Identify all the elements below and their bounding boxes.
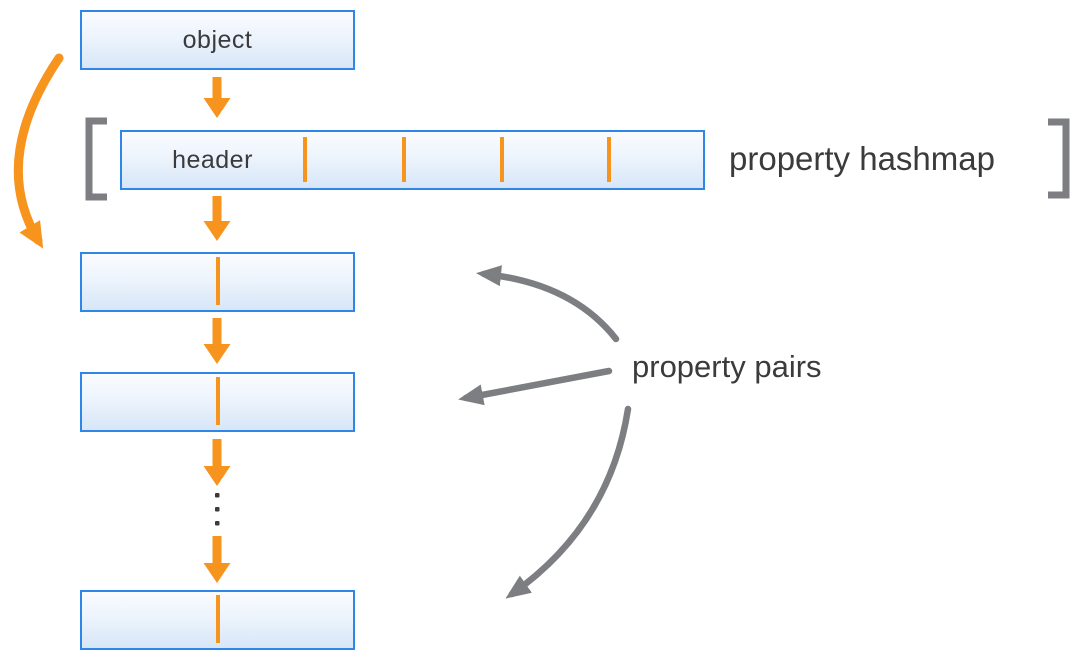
pair-divider bbox=[215, 257, 220, 305]
pairs-pointer-arrow-top bbox=[476, 265, 620, 343]
header-slot-divider bbox=[607, 137, 611, 182]
pairs-pointer-arrow-bottom bbox=[505, 405, 632, 599]
vertical-ellipsis-icon bbox=[215, 493, 220, 526]
hashmap-label: property hashmap bbox=[729, 140, 995, 177]
property-pair-box bbox=[80, 372, 355, 432]
object-to-header-arrow bbox=[203, 77, 231, 118]
header-slot-divider bbox=[303, 137, 307, 182]
header-box-label: header bbox=[172, 145, 253, 174]
header-slot-divider bbox=[402, 137, 406, 182]
pair-divider bbox=[215, 377, 220, 425]
pair-to-ellipsis-arrow bbox=[203, 439, 231, 486]
property-pair-box bbox=[80, 252, 355, 312]
hashmap-bracket-right bbox=[1048, 118, 1070, 199]
pairs-pointer-arrow-middle bbox=[458, 367, 613, 406]
object-box: object bbox=[80, 10, 355, 70]
object-to-pairs-curved-arrow bbox=[13, 53, 64, 249]
ellipsis-to-pair-arrow bbox=[203, 536, 231, 583]
hashmap-bracket-left bbox=[85, 117, 107, 201]
header-slot-divider bbox=[500, 137, 504, 182]
header-to-pair-arrow bbox=[203, 196, 231, 241]
object-box-label: object bbox=[182, 25, 253, 54]
property-pair-box bbox=[80, 590, 355, 650]
pair-divider bbox=[215, 595, 220, 643]
header-box: header bbox=[120, 130, 705, 190]
pairs-label: property pairs bbox=[632, 349, 822, 384]
pair-to-pair-arrow bbox=[203, 318, 231, 364]
